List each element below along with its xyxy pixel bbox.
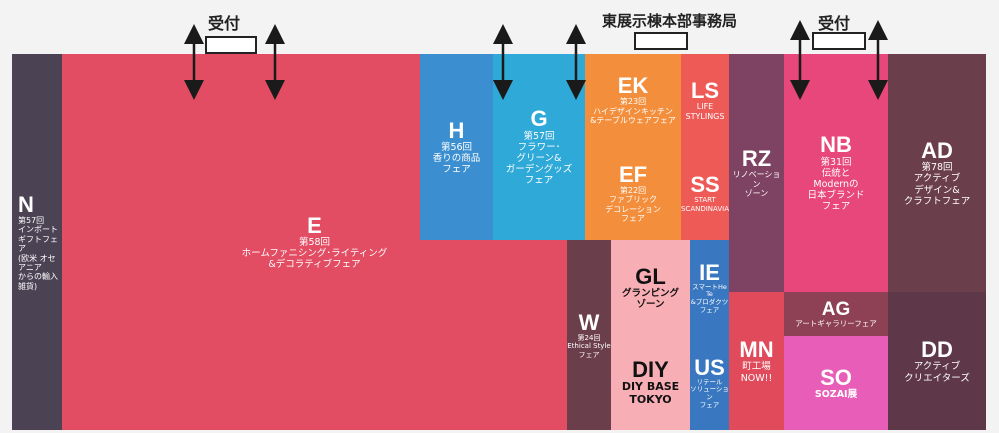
zone-so: SO SOZAI展	[784, 336, 888, 430]
zone-ek: EK 第23回 ハイデザインキッチン &テーブルウェアフェア	[585, 54, 681, 146]
office-box	[634, 32, 688, 50]
office-label: 東展示棟本部事務局	[602, 12, 738, 30]
zone-ss-code: SS	[690, 172, 720, 198]
zone-gl: GL グランピング ゾーン	[611, 240, 690, 335]
zone-dd: DD アクティブ クリエイターズ	[888, 292, 986, 430]
zone-diy-code: DIY	[632, 356, 669, 382]
zone-n: N 第57回 インポート ギフトフェア (欧米 オセアニア からの輸入雑貨)	[12, 54, 62, 430]
zone-ad-code: AD	[921, 138, 953, 164]
zone-ef: EF 第22回 ファブリック デコレーション フェア	[585, 146, 681, 240]
zone-h-desc: 第56回 香りの商品 フェア	[432, 141, 481, 176]
zone-ag-code: AG	[821, 298, 851, 320]
zone-ie: IE スマートHe Te &プロダクツ フェア	[690, 240, 729, 335]
zone-h-code: H	[448, 117, 465, 143]
zone-ie-code: IE	[699, 259, 720, 285]
zone-w: W 第24回 Ethical Style フェア	[567, 240, 611, 430]
zone-nb-code: NB	[820, 132, 852, 158]
zone-w-desc: 第24回 Ethical Style フェア	[567, 334, 611, 359]
zone-ss-desc: START SCANDINAVIA	[681, 196, 729, 213]
zone-ls-code: LS	[690, 78, 720, 104]
zone-ef-code: EF	[618, 161, 648, 187]
zone-rz-desc: リノベーション ゾーン	[732, 170, 781, 199]
zone-ag-desc: アートギャラリーフェア	[795, 318, 877, 328]
zone-ag: AG アートギャラリーフェア	[784, 292, 888, 336]
reception-label-right: 受付	[818, 14, 851, 33]
zone-diy-desc: DIY BASE TOKYO	[621, 380, 680, 407]
zone-ls-desc: LIFE STYLINGS	[685, 102, 725, 121]
zone-e-desc: 第58回 ホームファニシング･ライティング &デコラティブフェア	[241, 236, 388, 271]
zone-mn-desc: 町工場 NOW!!	[740, 361, 773, 384]
reception-label-left: 受付	[208, 14, 241, 33]
zone-us-code: US	[694, 354, 725, 380]
zone-e-code: E	[307, 212, 322, 238]
zone-g-desc: 第57回 フラワー･ グリーン& ガーデングッズ フェア	[505, 130, 573, 187]
zone-rz: RZ リノベーション ゾーン	[729, 54, 784, 292]
zone-ad: AD 第78回 アクティブ デザイン& クラフトフェア	[888, 54, 986, 292]
zone-ls: LS LIFE STYLINGS	[681, 54, 729, 146]
zone-diy: DIY DIY BASE TOKYO	[611, 335, 690, 430]
zone-ek-code: EK	[617, 73, 649, 99]
zone-mn-code: MN	[739, 337, 774, 363]
zone-gl-code: GL	[635, 263, 666, 289]
zone-h: H 第56回 香りの商品 フェア	[420, 54, 493, 240]
zone-n-code: N	[18, 191, 34, 217]
zone-g-code: G	[530, 106, 548, 132]
zone-dd-code: DD	[921, 337, 953, 363]
zone-ss: SS START SCANDINAVIA	[681, 146, 729, 240]
zone-so-code: SO	[820, 364, 852, 390]
zone-dd-desc: アクティブ クリエイターズ	[904, 361, 970, 384]
zone-ef-desc: 第22回 ファブリック デコレーション フェア	[605, 185, 661, 223]
zone-ad-desc: 第78回 アクティブ デザイン& クラフトフェア	[903, 162, 971, 207]
zone-n-desc: 第57回 インポート ギフトフェア (欧米 オセアニア からの輸入雑貨)	[18, 215, 58, 291]
zone-w-code: W	[578, 310, 600, 336]
zone-us-desc: リテール ソリューション フェア	[690, 377, 729, 409]
zone-us: US リテール ソリューション フェア	[690, 335, 729, 430]
zone-gl-desc: グランピング ゾーン	[621, 287, 679, 311]
zone-nb-desc: 第31回 伝統と Modernの 日本ブランド フェア	[807, 156, 865, 213]
zone-rz-code: RZ	[741, 146, 772, 172]
zone-ie-desc: スマートHe Te &プロダクツ フェア	[690, 282, 729, 314]
reception-box-right	[812, 32, 866, 50]
reception-box-left	[205, 36, 257, 54]
zone-so-desc: SOZAI展	[814, 388, 858, 400]
zone-ek-desc: 第23回 ハイデザインキッチン &テーブルウェアフェア	[590, 97, 676, 126]
zone-mn: MN 町工場 NOW!!	[729, 292, 784, 430]
